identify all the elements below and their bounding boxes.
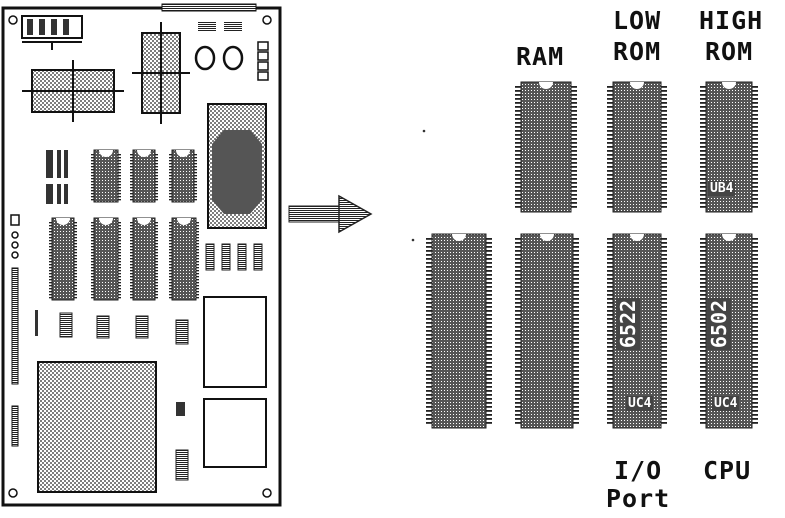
low-rom-chip bbox=[607, 81, 667, 213]
open-module-upper bbox=[203, 296, 267, 388]
ram-chip-lower-right bbox=[515, 233, 579, 429]
cpu-chip-part-marking: 6502 bbox=[707, 297, 732, 351]
vertical-component bbox=[132, 22, 190, 124]
small-chips-left bbox=[46, 150, 68, 204]
board-chip-r2c2 bbox=[91, 217, 121, 301]
top-right-parts bbox=[194, 22, 269, 81]
ram-chip-upper bbox=[515, 81, 577, 213]
board-chip-r2c1 bbox=[49, 217, 77, 301]
arrow-icon bbox=[288, 194, 373, 234]
dotted-module bbox=[207, 103, 267, 229]
board-dip-chips bbox=[49, 149, 199, 301]
ram-chip-lower-left bbox=[426, 233, 492, 429]
top-left-connector bbox=[21, 15, 83, 50]
low-rom-label-line1: LOW bbox=[613, 6, 662, 35]
io-port-label-line2: Port bbox=[606, 484, 671, 513]
cpu-chip-ref-marking: UC4 bbox=[712, 396, 740, 411]
enlarged-chips bbox=[426, 81, 758, 429]
low-rom-label-line2: ROM bbox=[613, 37, 662, 66]
board-chip-r1c1 bbox=[91, 149, 121, 203]
io-chip-ref-marking: UC4 bbox=[626, 396, 654, 411]
board-chip-r1c3 bbox=[169, 149, 197, 203]
small-lower-parts bbox=[35, 243, 263, 481]
open-module-lower bbox=[203, 398, 267, 468]
left-edge-connector bbox=[10, 214, 20, 447]
board-chip-r2c4 bbox=[169, 217, 199, 301]
dotted-area bbox=[37, 361, 157, 493]
io-port-label-line1: I/O bbox=[614, 456, 663, 485]
circuit-board bbox=[1, 3, 282, 507]
io-chip-part-marking: 6522 bbox=[616, 297, 641, 351]
board-chip-r1c2 bbox=[130, 149, 158, 203]
high-rom-label-line1: HIGH bbox=[699, 6, 764, 35]
high-rom-chip-marking: UB4 bbox=[708, 181, 736, 196]
high-rom-chip bbox=[700, 81, 758, 213]
high-rom-label-line2: ROM bbox=[705, 37, 754, 66]
board-chip-r2c3 bbox=[130, 217, 158, 301]
horizontal-component bbox=[22, 60, 124, 122]
ram-label: RAM bbox=[516, 42, 565, 71]
cpu-label: CPU bbox=[703, 456, 752, 485]
